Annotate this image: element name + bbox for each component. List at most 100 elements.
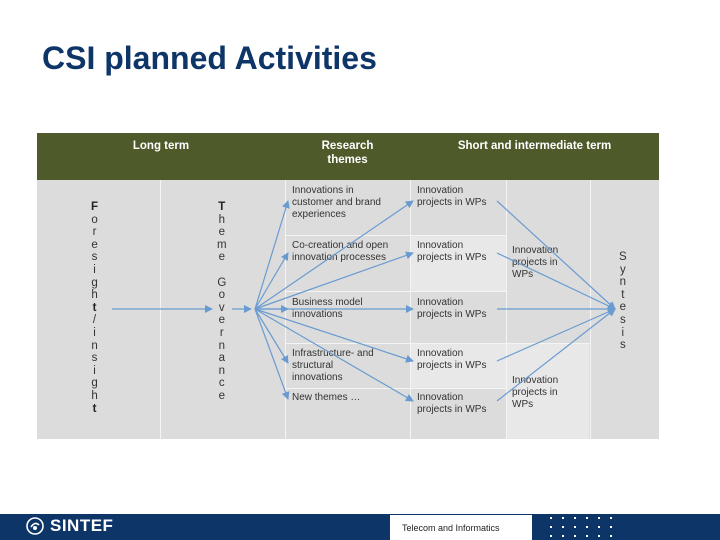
project-cell-highlight-2 [411,235,506,291]
arrow-hub-theme-1 [254,200,290,310]
theme-cell-1: Innovations in customer and brand experi… [292,185,381,222]
foresight-letter: / [92,314,97,327]
theme-4-line-2: structural [292,360,334,372]
row-sep-1 [285,235,506,236]
foresight-letter: i [93,364,96,377]
synthesis-letter: e [619,301,627,314]
project-cell-1: Innovation projects in WPs [417,185,486,209]
group-1-line-2: projects in [512,257,558,269]
arrow-hub-project-2 [254,251,414,310]
theme-1-line-3: experiences [292,209,346,221]
arrow-project-5-synthesis [496,308,616,402]
governance-letter: v [218,301,225,314]
foresight-letter: F [91,201,99,213]
foresight-letter: o [91,213,98,226]
foresight-letter: i [93,263,96,276]
arrow-hub-project-1 [254,200,414,310]
row-sep-2 [285,291,506,292]
group-2-line-1: Innovation [512,375,559,386]
foresight-letter: t [92,402,97,415]
foresight-letter: n [91,339,98,352]
governance-letter: T [218,201,226,213]
header-short-intermediate: Short and intermediate term [457,140,612,152]
group-2-line-3: WPs [512,399,534,411]
governance-letter: n [218,339,225,352]
footer-department: Telecom and Informatics [402,523,500,533]
activity-diagram: Long term Research themes Short and inte… [37,133,659,439]
group-1-line-1: Innovation [512,245,559,256]
project-2-line-1: Innovation [417,240,464,251]
governance-letter: e [218,251,225,264]
foresight-letter: h [91,289,98,302]
header-research-themes: Research themes [285,139,410,167]
project-cell-5: Innovation projects in WPs [417,392,486,416]
arrow-hub-project-4 [254,308,414,363]
governance-letter: n [218,364,225,377]
foresight-letter: e [91,238,98,251]
synthesis-letter: t [621,288,625,301]
slide-title: CSI planned Activities [42,40,377,76]
foresight-letter: s [91,352,98,365]
project-5-line-1: Innovation [417,392,464,403]
group-2-line-2: projects in [512,387,558,399]
project-2-line-2: projects in WPs [417,252,487,264]
governance-letter: a [218,352,225,365]
header-row: Long term Research themes Short and inte… [37,133,659,180]
project-3-line-1: Innovation [417,297,464,308]
header-long-term: Long term [132,140,190,152]
synthesis-letter: S [619,251,627,263]
project-3-line-2: projects in WPs [417,309,487,321]
project-cell-3: Innovation projects in WPs [417,297,486,321]
theme-cell-3: Business model innovations [292,297,363,321]
synthesis-letter: y [619,263,626,276]
theme-4-line-1: Infrastructure- and [292,348,374,359]
row-sep-3 [285,343,590,344]
row-sep-4 [285,388,506,389]
flow-arrows [112,200,616,402]
theme-2-line-1: Co-creation and open [292,240,389,251]
project-cell-2: Innovation projects in WPs [417,240,486,264]
governance-letter: e [218,389,225,402]
foresight-letter: i [93,326,96,339]
footer-department-box: Telecom and Informatics [390,515,532,540]
foresight-letter: h [91,389,98,402]
governance-letter: h [218,213,225,226]
project-cell-highlight-4 [411,343,506,388]
synthesis-letter: n [619,276,627,289]
synthesis-letter: i [621,326,625,339]
theme-2-line-2: innovation processes [292,252,386,264]
theme-1-line-1: Innovations in [292,185,354,196]
header-research-line1: Research [321,140,374,152]
foresight-letter: s [91,251,98,264]
theme-3-line-2: innovations [292,309,343,321]
arrow-hub-project-5 [254,308,414,402]
governance-letter: e [218,314,225,327]
group-cell-2: Innovation projects in WPs [512,375,558,412]
arrow-hub-theme-4 [254,308,289,364]
governance-letter: c [218,377,225,390]
foresight-letter: g [91,377,98,390]
arrow-project-1-synthesis [496,200,616,310]
header-research-line2: themes [327,154,368,166]
group-1-line-3: WPs [512,269,534,281]
theme-4-line-3: innovations [292,372,343,384]
sintef-logo-text: SINTEF [50,516,114,535]
foresight-letter: t [92,301,97,314]
project-1-line-1: Innovation [417,185,464,196]
theme-3-line-1: Business model [292,297,363,308]
project-cell-4: Innovation projects in WPs [417,348,486,372]
project-1-line-2: projects in WPs [417,197,487,209]
sintef-logo-icon [26,517,44,535]
group-cell-highlight [507,343,589,439]
governance-letter: G [217,276,227,289]
governance-letter: m [217,238,227,251]
governance-letter: r [219,326,224,339]
theme-cell-4: Infrastructure- and structural innovatio… [292,348,374,385]
synthesis-letter: s [619,313,626,326]
arrow-project-4-synthesis [496,308,616,362]
theme-5-line-1: New themes … [292,392,361,403]
arrow-project-2-synthesis [496,252,616,310]
